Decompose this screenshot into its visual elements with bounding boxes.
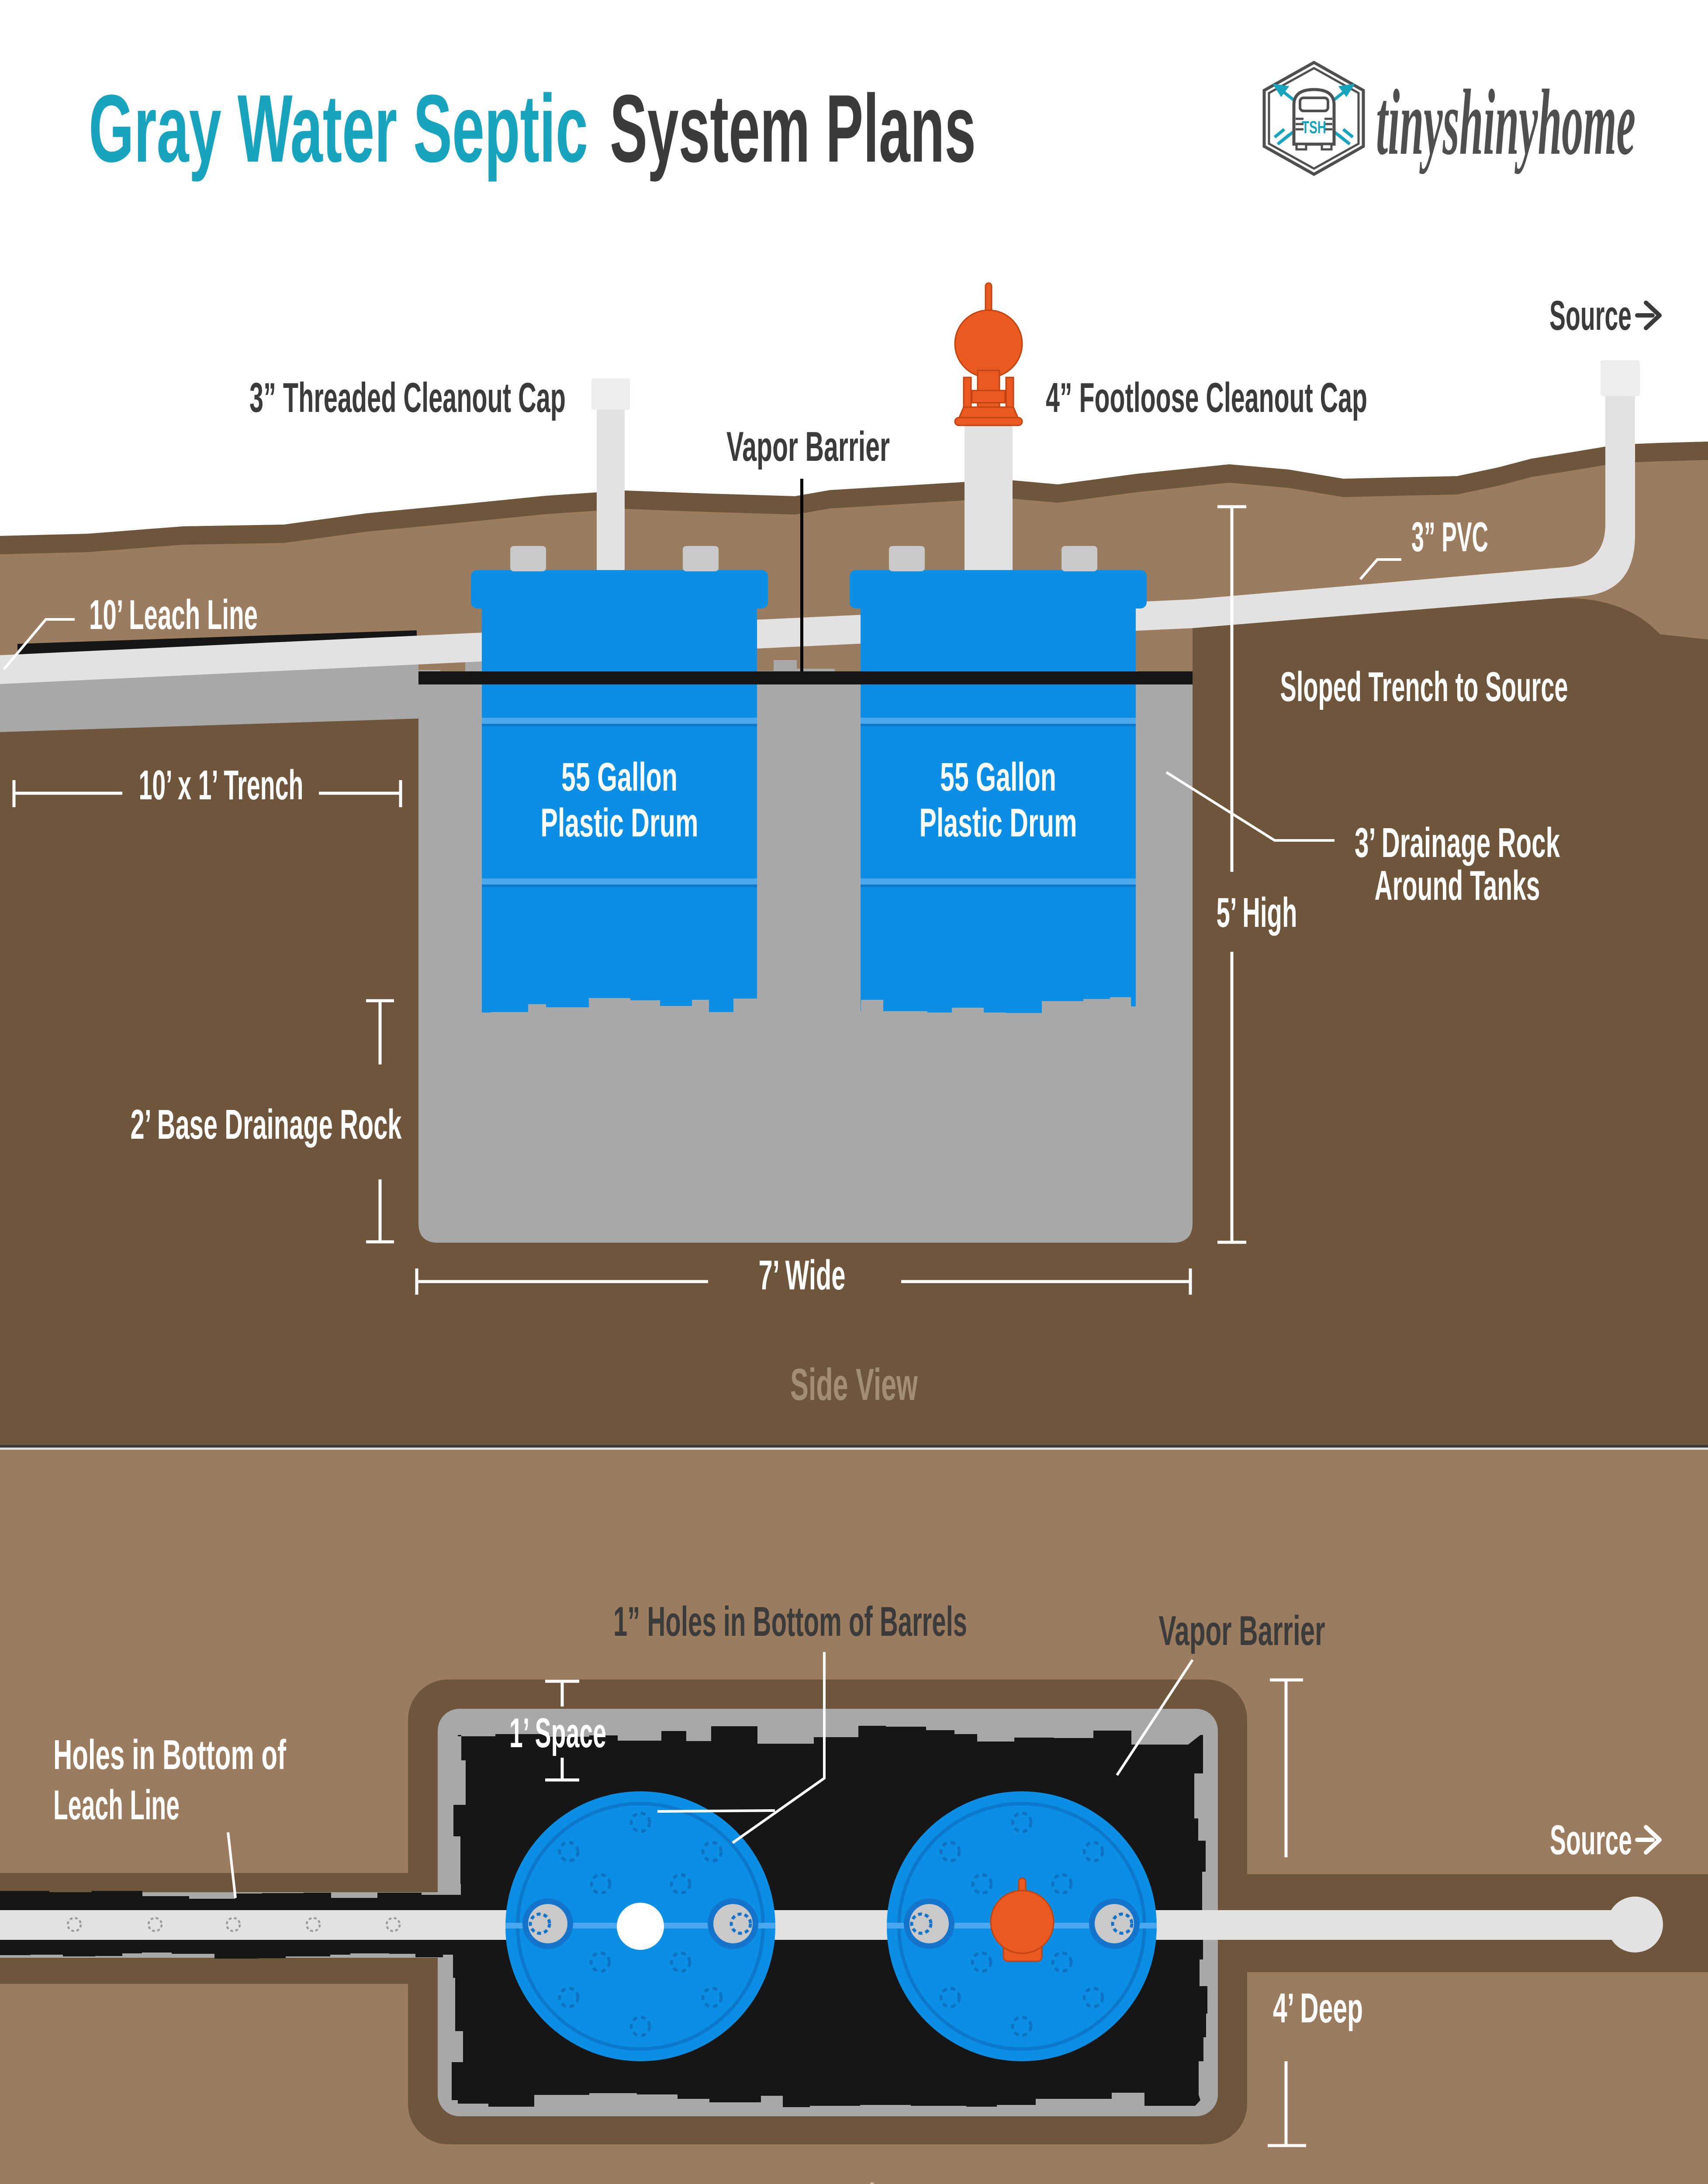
svg-text:55 Gallon: 55 Gallon [940, 755, 1056, 799]
svg-text:7’ Wide: 7’ Wide [759, 1252, 846, 1299]
svg-text:1’ Space: 1’ Space [509, 1710, 606, 1756]
svg-text:Gray Water Septic: Gray Water Septic [89, 75, 588, 182]
svg-text:TSH: TSH [1302, 118, 1326, 137]
svg-text:Plastic Drum: Plastic Drum [541, 801, 698, 845]
svg-text:Top View: Top View [799, 2174, 911, 2184]
svg-text:Holes in Bottom of: Holes in Bottom of [53, 1731, 287, 1778]
svg-text:Plastic Drum: Plastic Drum [920, 801, 1077, 845]
svg-text:2’ Base Drainage Rock: 2’ Base Drainage Rock [131, 1101, 402, 1148]
svg-text:Side View: Side View [790, 1359, 918, 1410]
svg-text:4’ Deep: 4’ Deep [1273, 1985, 1363, 2032]
svg-text:10’ x 1’ Trench: 10’ x 1’ Trench [139, 762, 304, 809]
svg-text:3” PVC: 3” PVC [1411, 514, 1488, 560]
svg-text:Source: Source [1549, 292, 1632, 339]
svg-text:Around Tanks: Around Tanks [1375, 862, 1540, 909]
svg-text:3’ Drainage Rock: 3’ Drainage Rock [1355, 819, 1560, 866]
svg-text:tinyshinyhome: tinyshinyhome [1376, 70, 1635, 174]
svg-text:Vapor Barrier: Vapor Barrier [726, 423, 890, 470]
svg-text:4” Footloose Cleanout Cap: 4” Footloose Cleanout Cap [1046, 374, 1367, 421]
svg-text:Source: Source [1550, 1817, 1632, 1863]
svg-text:1” Holes in Bottom of Barrels: 1” Holes in Bottom of Barrels [613, 1598, 967, 1645]
svg-text:55 Gallon: 55 Gallon [561, 755, 678, 799]
svg-text:System Plans: System Plans [610, 75, 976, 182]
svg-text:Leach Line: Leach Line [53, 1782, 180, 1828]
svg-text:Sloped Trench to Source: Sloped Trench to Source [1280, 663, 1568, 710]
svg-text:Vapor Barrier: Vapor Barrier [1159, 1607, 1325, 1654]
svg-text:3” Threaded Cleanout Cap: 3” Threaded Cleanout Cap [249, 374, 566, 421]
svg-text:10’ Leach Line: 10’ Leach Line [89, 591, 258, 638]
svg-text:5’ High: 5’ High [1217, 889, 1297, 936]
